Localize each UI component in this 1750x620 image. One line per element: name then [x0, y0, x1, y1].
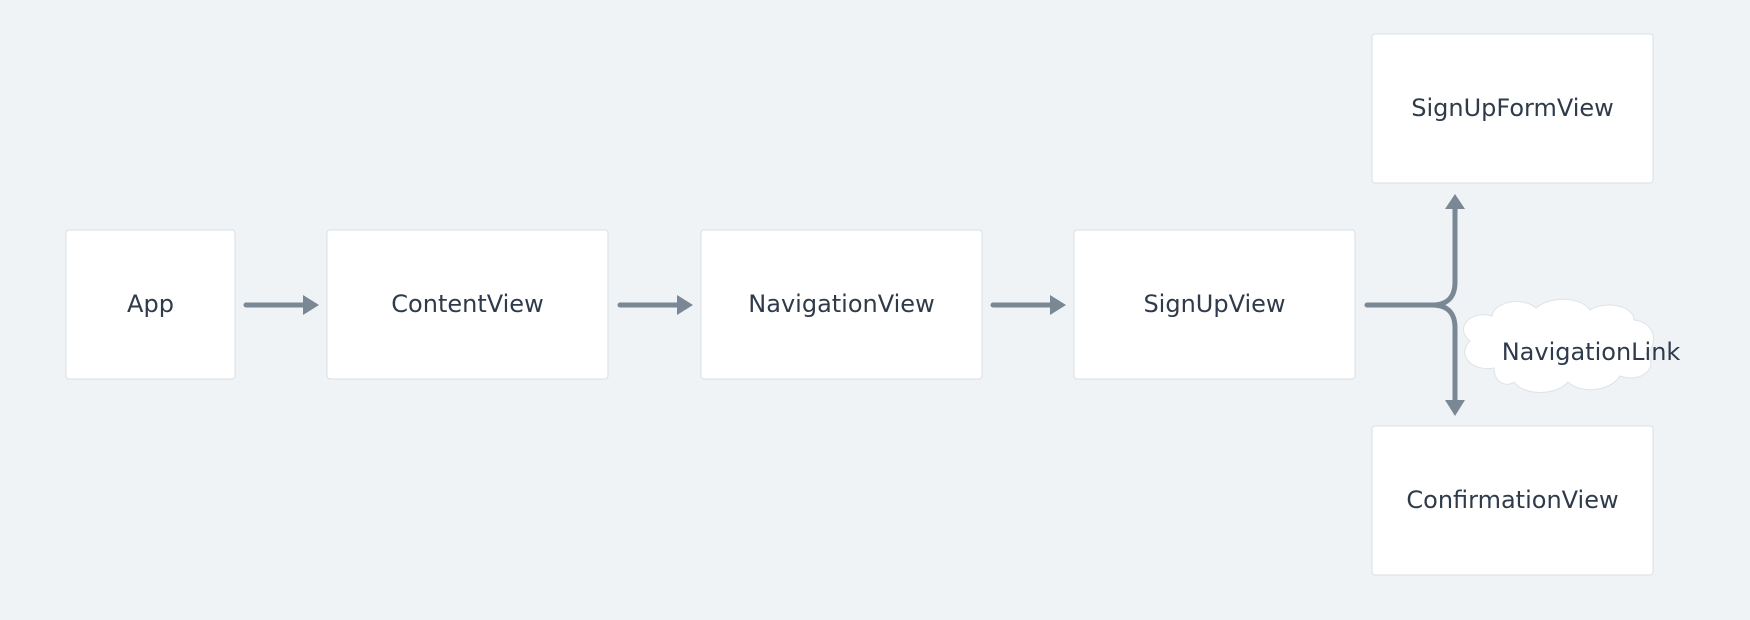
edge-app-to-content-view — [243, 295, 319, 315]
arrowhead-right-icon — [303, 295, 319, 315]
node-sign-up-form-view: SignUpFormView — [1371, 33, 1654, 184]
node-confirmation-view-label: ConfirmationView — [1406, 486, 1618, 514]
node-confirmation-view: ConfirmationView — [1371, 425, 1654, 576]
edge-sign-up-view-branch — [1364, 194, 1465, 416]
node-navigation-view-label: NavigationView — [748, 290, 934, 318]
cloud-icon — [1463, 298, 1655, 393]
node-app-label: App — [127, 290, 174, 318]
edge-navigation-view-to-sign-up-view — [990, 295, 1066, 315]
node-app: App — [65, 229, 236, 380]
navigation-link-cloud: NavigationLink — [1463, 298, 1681, 393]
arrowhead-right-icon — [677, 295, 693, 315]
arrowhead-right-icon — [1050, 295, 1066, 315]
node-content-view: ContentView — [326, 229, 609, 380]
node-sign-up-view-label: SignUpView — [1143, 290, 1285, 318]
arrowhead-down-icon — [1445, 400, 1465, 416]
node-content-view-label: ContentView — [391, 290, 543, 318]
node-sign-up-form-view-label: SignUpFormView — [1411, 94, 1614, 122]
node-sign-up-view: SignUpView — [1073, 229, 1356, 380]
edge-content-view-to-navigation-view — [617, 295, 693, 315]
arrowhead-up-icon — [1445, 194, 1465, 209]
navigation-link-label: NavigationLink — [1502, 338, 1681, 366]
node-navigation-view: NavigationView — [700, 229, 983, 380]
